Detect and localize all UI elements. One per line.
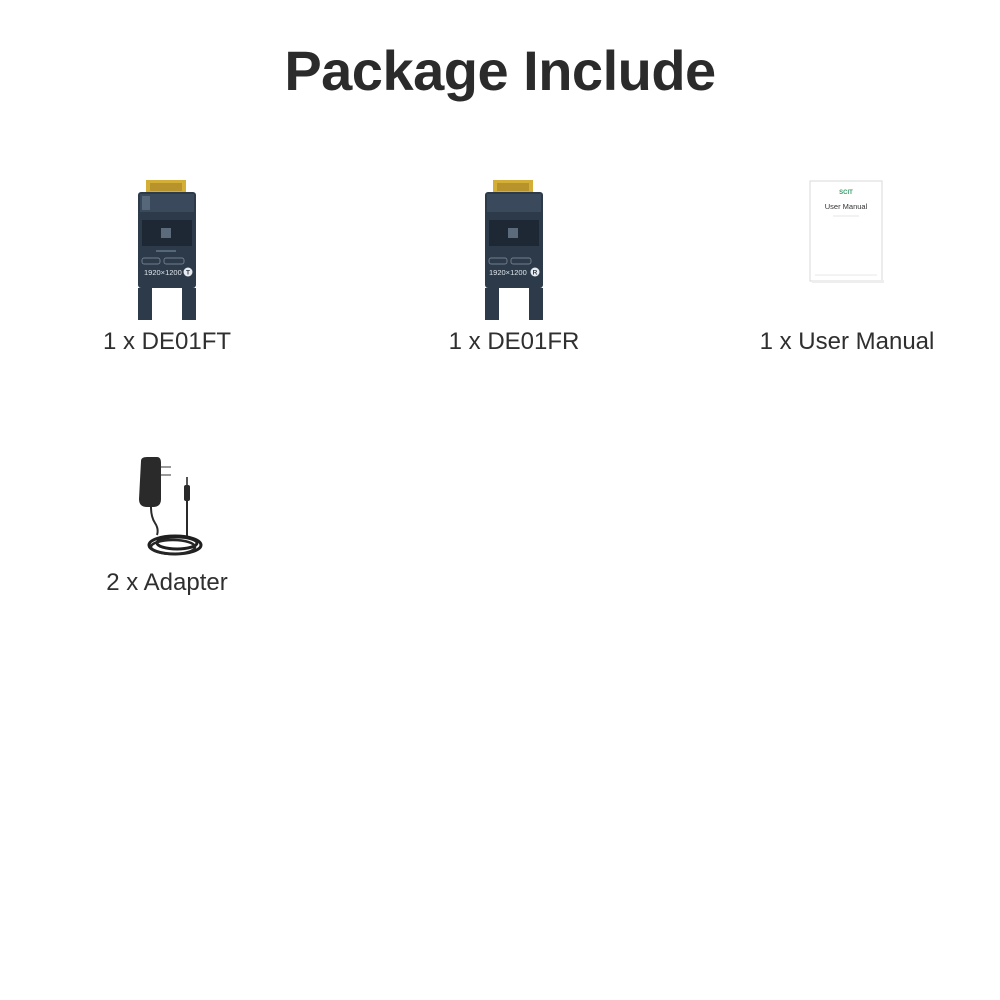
package-item-user-manual: SCIT User Manual 1 x User Manual	[717, 180, 977, 370]
device-resolution: 1920×1200	[489, 268, 527, 277]
item-caption: 1 x User Manual	[759, 328, 935, 355]
package-item-adapter: 2 x Adapter	[37, 455, 297, 605]
user-manual-icon: SCIT User Manual	[809, 180, 885, 284]
device-resolution: 1920×1200	[144, 268, 182, 277]
receiver-module-icon: 1920×1200 R	[479, 180, 549, 320]
manual-logo: SCIT	[839, 190, 853, 196]
device-badge: R	[533, 270, 538, 277]
item-caption: 2 x Adapter	[106, 569, 228, 596]
item-caption: 1 x DE01FT	[102, 328, 232, 355]
device-badge: T	[186, 270, 190, 277]
manual-heading: User Manual	[825, 202, 868, 211]
item-caption: 1 x DE01FR	[448, 328, 580, 355]
page-title: Package Include	[284, 39, 716, 102]
package-item-transmitter: 1920×1200 T 1 x DE01FT	[37, 180, 297, 370]
package-item-receiver: 1920×1200 R 1 x DE01FR	[384, 180, 644, 370]
transmitter-module-icon: 1920×1200 T	[132, 180, 202, 320]
power-adapter-icon	[127, 455, 207, 565]
